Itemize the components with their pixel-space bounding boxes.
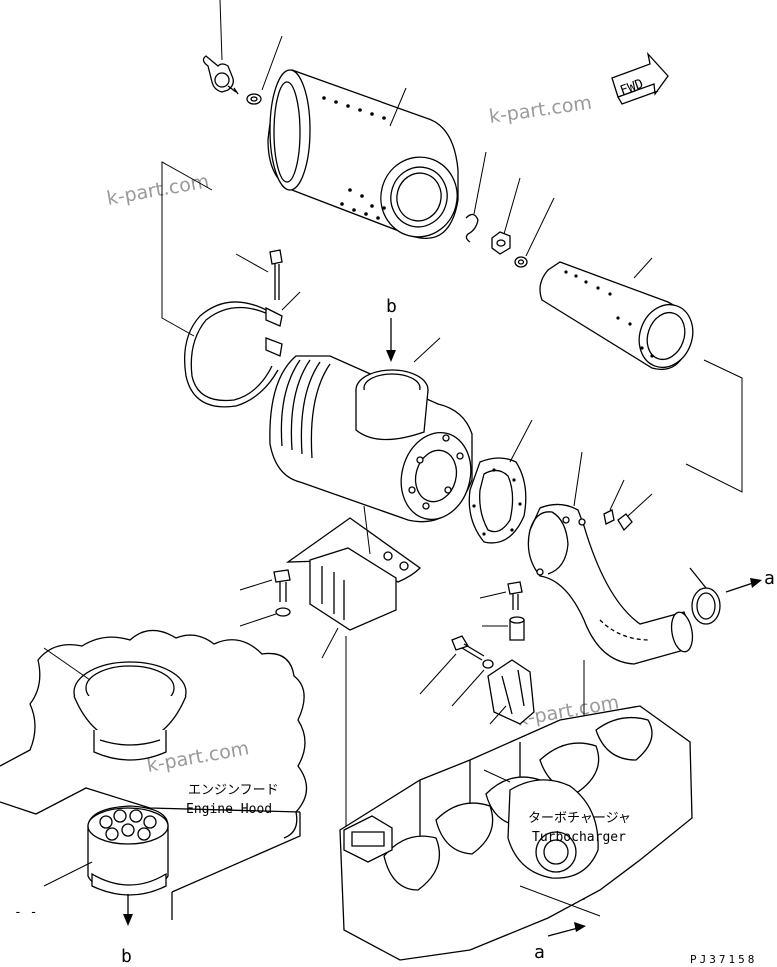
- leader-precleaner-body: [43, 861, 93, 887]
- leader-lower-washer: [451, 669, 485, 707]
- leader-nut: [503, 177, 521, 235]
- ref-b-bottom: b: [121, 946, 132, 967]
- dash-marker: - -: [14, 905, 37, 920]
- leader-band: [281, 291, 301, 311]
- leader-housing: [413, 337, 441, 363]
- band-bolt: [269, 249, 283, 300]
- wing-nut: [202, 55, 239, 95]
- lower-bolt-right: [507, 581, 523, 610]
- leader-wing-nut: [219, 0, 223, 61]
- leader-clip: [473, 151, 487, 215]
- bracket-line-right: [685, 359, 743, 493]
- fwd-arrow-icon: FWD: [611, 51, 669, 105]
- support-bracket: [285, 517, 422, 631]
- watermark-top-left: k-part.com: [105, 170, 211, 210]
- leader-inner-element: [633, 257, 653, 279]
- leader-washer-mid: [525, 197, 555, 257]
- hose-clamp: [689, 567, 721, 625]
- nut: [491, 231, 511, 255]
- clip: [465, 213, 479, 243]
- view-arrow-b-bottom: b: [121, 894, 133, 967]
- leader-elbow-nut: [627, 493, 653, 517]
- turbo-label-jp: ターボチャージャ: [528, 811, 631, 826]
- drawing-number: PJ37158: [690, 953, 757, 966]
- engine-hood-label-en: Engine Hood: [186, 802, 272, 817]
- view-arrow-a-right: a: [725, 568, 775, 593]
- leader-lower-bolt-left: [419, 653, 457, 695]
- leader-turbo: [483, 769, 511, 783]
- leader-washer: [261, 35, 283, 91]
- washer-top: [246, 93, 262, 105]
- bracket-line-left: [161, 161, 213, 337]
- spacer-collar: [509, 616, 525, 641]
- view-arrow-a-bottom: a: [519, 885, 601, 963]
- engine-hood-label-jp: エンジンフード: [188, 783, 279, 798]
- elbow-support-bracket: [487, 659, 535, 725]
- lower-bolt-left: [451, 635, 485, 661]
- ref-a-bottom: a: [534, 942, 545, 963]
- engine-hood-inset: [0, 629, 308, 920]
- leader-elbow-support: [489, 705, 507, 725]
- leader-precleaner: [43, 647, 91, 681]
- leader-gasket: [509, 419, 533, 463]
- precleaner-body: [87, 805, 169, 896]
- leader-bracket: [321, 627, 339, 659]
- leader-bracket-washer: [239, 613, 277, 627]
- bracket-washer: [275, 607, 291, 617]
- leader-outer-element: [389, 87, 407, 127]
- leader-bracket-top: [363, 505, 371, 555]
- gasket: [468, 457, 527, 544]
- leader-band-bolt: [235, 253, 269, 273]
- turbocharger: [507, 779, 599, 879]
- air-cleaner-housing: [269, 355, 473, 523]
- bracket-bolt: [273, 569, 291, 602]
- leader-elbow: [573, 451, 583, 507]
- elbow-nut-washer: [603, 509, 633, 532]
- watermark-top-right: k-part.com: [488, 92, 594, 128]
- ref-a-right: a: [764, 568, 775, 589]
- lower-washer: [482, 659, 494, 669]
- ref-b-top: b: [386, 296, 397, 317]
- inner-filter-element: [539, 261, 694, 370]
- leader-elbow-washer: [609, 479, 625, 511]
- mounting-band: [183, 301, 283, 408]
- view-arrow-b-top: b: [386, 296, 397, 362]
- leader-bracket-bolt: [239, 579, 273, 591]
- outlet-elbow-pipe: [527, 503, 694, 665]
- washer-mid: [514, 256, 528, 268]
- leader-lower-bolt-right: [479, 591, 507, 599]
- precleaner-cap: [73, 661, 187, 761]
- outer-filter-element: [267, 69, 459, 240]
- turbo-label-en: Turbocharger: [532, 830, 626, 845]
